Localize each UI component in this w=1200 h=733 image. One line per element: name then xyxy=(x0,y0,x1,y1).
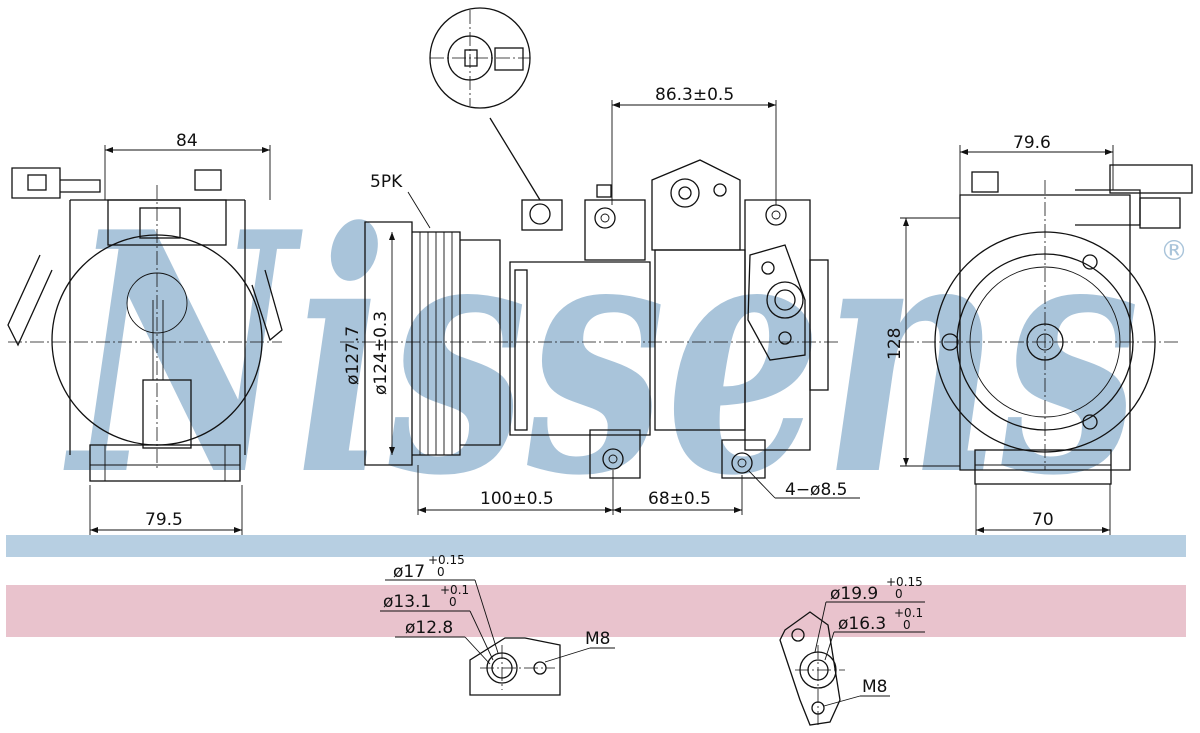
dim-port2-d1-tol-lower: 0 xyxy=(895,587,903,601)
dim-port1-d1-tol-lower: 0 xyxy=(437,565,445,579)
dim-left-top-width: 84 xyxy=(176,131,198,151)
dim-right-bottom-width: 70 xyxy=(1032,510,1054,530)
right-view: 79.6 128 70 xyxy=(885,133,1193,535)
dim-port2-d2-tol-upper: +0.1 xyxy=(894,606,923,620)
dim-port1-d2-tol-upper: +0.1 xyxy=(440,583,469,597)
center-view: 5PK ø127.7 ø124±0.3 86.3±0.5 100±0.5 68±… xyxy=(340,7,860,515)
dim-pulley-inner-diameter: ø124±0.3 xyxy=(371,311,391,395)
registered-mark: ® xyxy=(1160,234,1188,267)
port-detail-right: ø19.9 +0.15 0 ø16.3 +0.1 0 M8 xyxy=(779,575,925,726)
label-belt-type: 5PK xyxy=(370,172,403,192)
dim-port1-d2: ø13.1 xyxy=(383,592,431,612)
dim-length-b: 68±0.5 xyxy=(648,489,711,509)
port-detail-left: ø17 +0.15 0 ø13.1 +0.1 0 ø12.8 M8 xyxy=(380,553,615,696)
dim-port1-d1: ø17 xyxy=(393,562,425,582)
dim-length-a: 100±0.5 xyxy=(480,489,554,509)
blue-divider-band xyxy=(6,535,1186,557)
dim-mount-holes: 4−ø8.5 xyxy=(785,480,848,500)
dim-port2-d1: ø19.9 xyxy=(830,584,878,604)
dim-port2-d2: ø16.3 xyxy=(838,614,886,634)
dim-left-bottom-width: 79.5 xyxy=(145,510,183,530)
dim-port1-thread: M8 xyxy=(585,629,610,649)
dim-port1-d1-tol-upper: +0.15 xyxy=(428,553,465,567)
dim-right-top-width: 79.6 xyxy=(1013,133,1051,153)
dim-port1-d3: ø12.8 xyxy=(405,618,453,638)
dim-height: 128 xyxy=(885,328,905,360)
dim-port2-d2-tol-lower: 0 xyxy=(903,618,911,632)
pink-detail-band xyxy=(6,585,1186,637)
dim-pulley-outer-diameter: ø127.7 xyxy=(343,326,363,385)
dim-port2-d1-tol-upper: +0.15 xyxy=(886,575,923,589)
dim-port1-d2-tol-lower: 0 xyxy=(449,595,457,609)
dim-mount-offset: 86.3±0.5 xyxy=(655,85,734,105)
dim-port2-thread: M8 xyxy=(862,677,887,697)
left-view: 84 79.5 xyxy=(7,131,283,535)
